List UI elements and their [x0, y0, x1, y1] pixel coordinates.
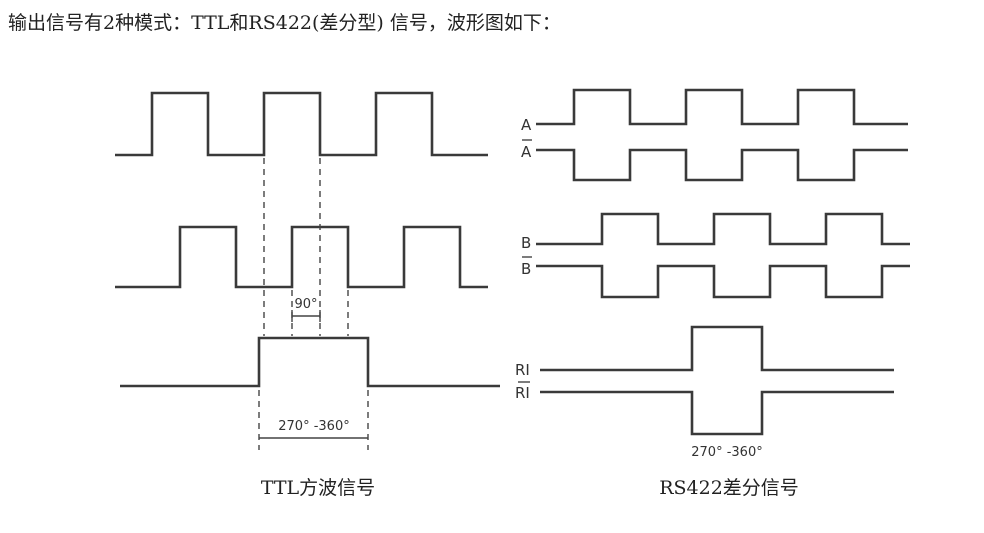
rs422-wave-ri — [540, 325, 894, 372]
rs422-label-ri: RI — [515, 361, 530, 379]
rs422-label-b-bar: B — [521, 260, 531, 278]
rs422-index-label: 270° -360° — [691, 445, 762, 460]
rs422-wave-a — [536, 88, 908, 126]
rs422-caption: RS422差分信号 — [659, 477, 799, 499]
rs422-label-b: B — [521, 234, 531, 252]
ttl-caption: TTL方波信号 — [261, 477, 375, 499]
rs422-label-a-bar: A — [521, 143, 532, 161]
rs422-wave-b — [536, 212, 910, 246]
ttl-phase-label: 90° — [294, 297, 317, 312]
ttl-index-label: 270° -360° — [278, 419, 349, 434]
rs422-label-ri-bar: RI — [515, 384, 530, 402]
rs422-wave-ri-bar — [540, 390, 894, 436]
rs422-label-a: A — [521, 116, 532, 134]
rs422-wave-b-bar — [536, 264, 910, 299]
ttl-wave-a — [115, 91, 488, 157]
page-title: 输出信号有2种模式：TTL和RS422(差分型) 信号，波形图如下： — [8, 12, 561, 34]
ttl-wave-b — [115, 225, 488, 289]
ttl-wave-index — [120, 336, 500, 388]
ttl-diagram: 90° 270° -360° TTL方波信号 — [115, 91, 500, 499]
rs422-diagram: A A B B RI RI 270° -360° RS422差分信号 — [515, 88, 910, 499]
ttl-phase-marker: 90° — [291, 297, 321, 322]
rs422-wave-a-bar — [536, 148, 908, 182]
